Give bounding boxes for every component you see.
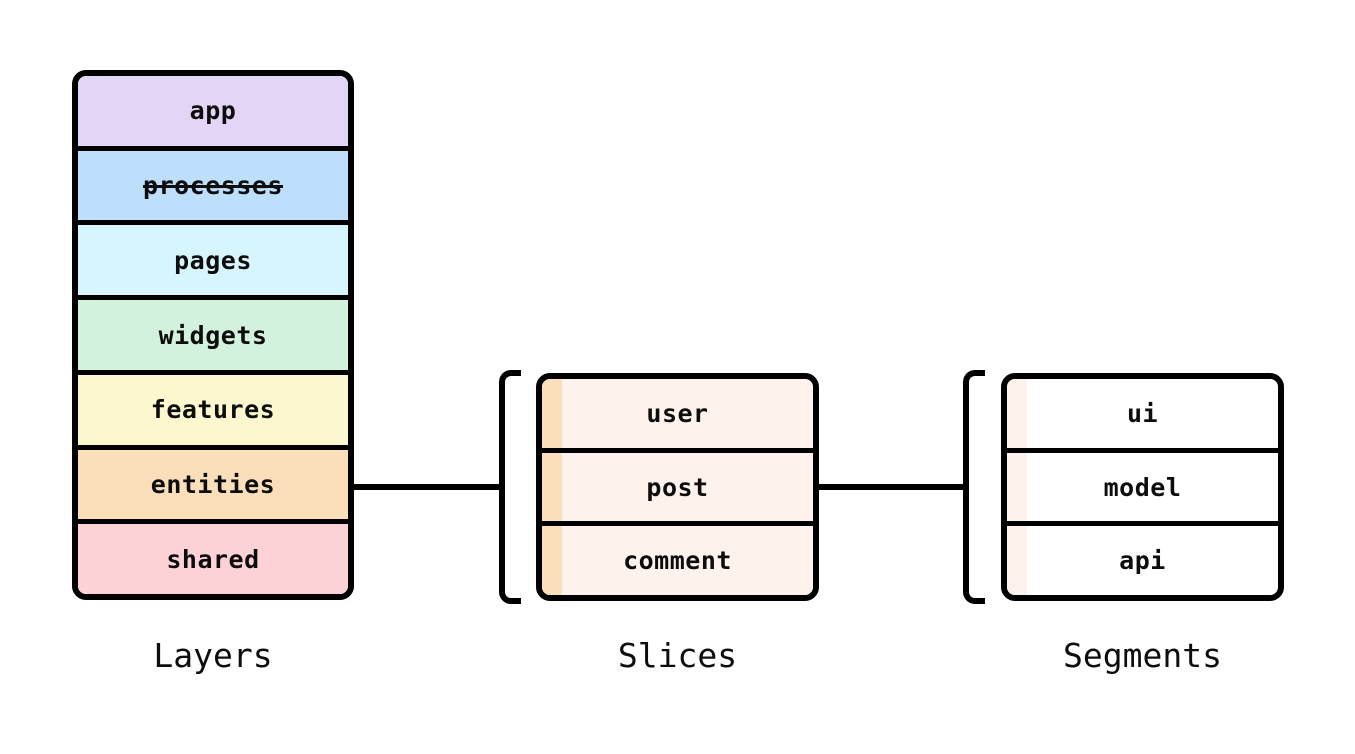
segment-label-model: model	[1103, 472, 1182, 502]
caption-segments: Segments	[1063, 636, 1222, 675]
segments-bracket-icon	[963, 370, 985, 604]
segment-accent-stripe	[1007, 526, 1027, 595]
segment-label-api: api	[1119, 546, 1166, 576]
slice-label-user: user	[646, 398, 709, 428]
layer-row-shared[interactable]: shared	[78, 524, 348, 594]
layer-label-pages: pages	[174, 245, 252, 275]
caption-layers: Layers	[153, 636, 273, 675]
slices-bracket-icon	[499, 370, 521, 604]
slice-accent-stripe	[542, 452, 562, 522]
layer-row-app[interactable]: app	[78, 76, 348, 151]
layer-row-pages[interactable]: pages	[78, 225, 348, 301]
layer-row-features[interactable]: features	[78, 374, 348, 450]
segment-label-ui: ui	[1126, 398, 1159, 428]
slice-row-comment[interactable]: comment	[542, 526, 813, 595]
layer-label-app: app	[189, 96, 237, 126]
layers-stack: app processes pages widgets features ent…	[72, 70, 354, 600]
connector-slices-to-segments	[817, 484, 969, 490]
layer-label-shared: shared	[166, 544, 260, 574]
connector-layers-to-slices	[352, 484, 504, 490]
layer-row-processes[interactable]: processes	[78, 150, 348, 226]
caption-slices: Slices	[617, 636, 738, 675]
layer-label-features: features	[150, 395, 276, 425]
segment-row-ui[interactable]: ui	[1007, 379, 1278, 453]
slices-stack: user post comment	[536, 373, 819, 601]
layer-label-entities: entities	[150, 469, 276, 499]
layer-row-entities[interactable]: entities	[78, 449, 348, 525]
layer-label-widgets: widgets	[158, 320, 268, 350]
slice-label-post: post	[646, 472, 709, 502]
segments-stack: ui model api	[1001, 373, 1284, 601]
slice-accent-stripe	[542, 379, 562, 448]
layer-row-widgets[interactable]: widgets	[78, 300, 348, 375]
slice-accent-stripe	[542, 526, 562, 595]
segment-row-model[interactable]: model	[1007, 452, 1278, 527]
slice-row-user[interactable]: user	[542, 379, 813, 453]
segment-accent-stripe	[1007, 379, 1027, 448]
slice-row-post[interactable]: post	[542, 452, 813, 527]
layer-label-processes: processes	[143, 171, 283, 201]
segment-row-api[interactable]: api	[1007, 526, 1278, 595]
slice-label-comment: comment	[623, 546, 732, 576]
segment-accent-stripe	[1007, 452, 1027, 522]
